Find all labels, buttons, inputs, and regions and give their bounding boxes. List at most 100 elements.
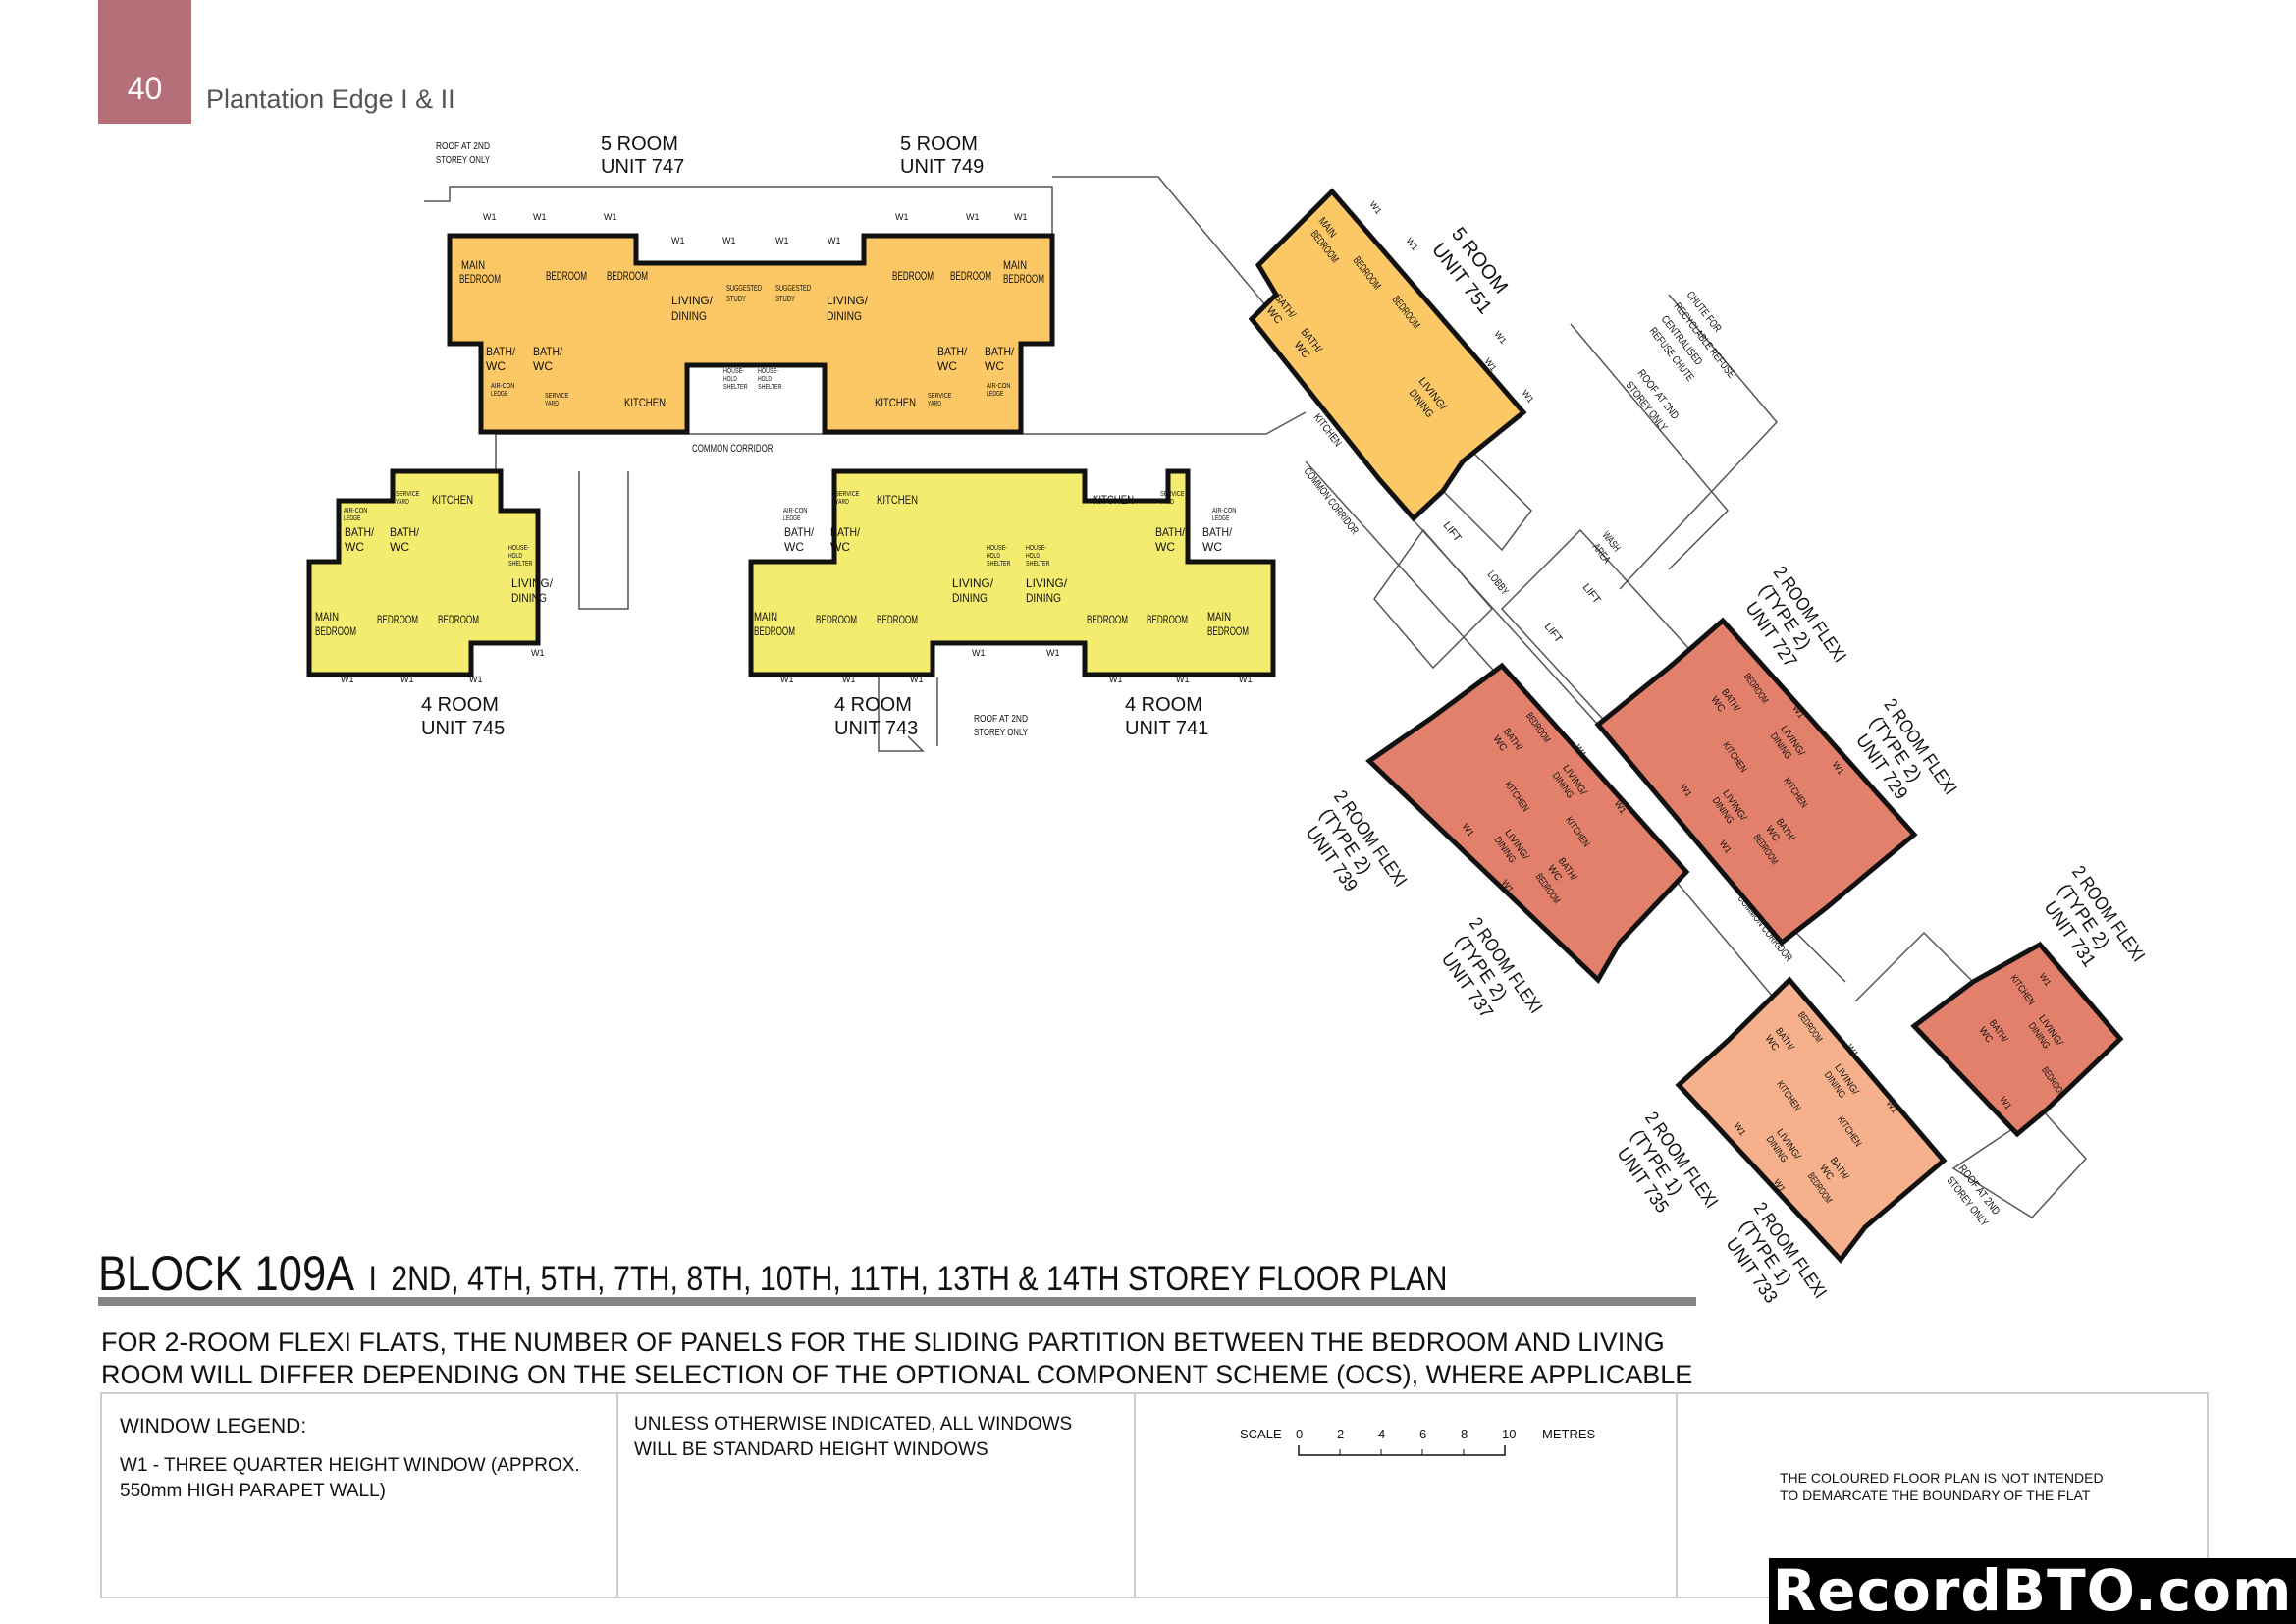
room-label-dining: DINING [952, 591, 988, 605]
refuse-outline [1570, 294, 1779, 590]
service-yard-label: YARD [1160, 499, 1174, 506]
room-label-suggested: SUGGESTED [726, 284, 762, 293]
unit-number: UNIT 747 [601, 156, 684, 178]
unit-747-749-shape [447, 233, 1055, 435]
room-label-living: LIVING/ [827, 294, 869, 307]
common-corridor-label: COMMON CORRIDOR [1302, 465, 1361, 536]
service-yard-label: SERVICE [545, 393, 569, 400]
unit-number: UNIT 743 [834, 718, 918, 739]
room-label-roof2: STOREY ONLY [974, 728, 1028, 738]
standard-window-cell: UNLESS OTHERWISE INDICATED, ALL WINDOWS … [618, 1394, 1136, 1597]
room-label-main: MAIN [1003, 258, 1027, 272]
standard-window-note-1: UNLESS OTHERWISE INDICATED, ALL WINDOWS [634, 1414, 1073, 1435]
service-yard-label: SERVICE [928, 393, 952, 400]
unit-735-733-shape [1675, 976, 1948, 1264]
room-label-roof1: ROOF AT 2ND [974, 714, 1028, 725]
watermark-logo: RecordBTO.com [1769, 1558, 2296, 1624]
room-label-bath: BATH/ [486, 345, 516, 358]
scale-tick: 10 [1502, 1427, 1516, 1441]
service-yard-label: SERVICE [396, 491, 420, 498]
room-label-bath: BATH/ [533, 345, 563, 358]
room-label-wc: WC [830, 540, 850, 554]
room-label-bedroom: BEDROOM [816, 613, 857, 626]
page-number-badge: 40 [98, 0, 191, 124]
scale-tick: 0 [1296, 1427, 1303, 1441]
window-w1: W1 [895, 212, 909, 222]
room-label-wc: WC [1202, 540, 1222, 554]
roof-outline-right [1052, 176, 1307, 354]
unit-739-737-shape [1365, 662, 1690, 985]
block-title: BLOCK 109A [98, 1246, 355, 1301]
window-w1: W1 [483, 212, 497, 222]
room-label-wc: WC [985, 359, 1004, 373]
room-label-dining: DINING [511, 591, 547, 605]
room-label-roof1: ROOF AT 2ND [436, 141, 490, 152]
household-shelter-label: HOUSE- [758, 368, 779, 375]
window-w1: W1 [1046, 648, 1060, 658]
note-line-1: FOR 2-ROOM FLEXI FLATS, THE NUMBER OF PA… [101, 1327, 1665, 1357]
unit-type: 5 ROOM [900, 134, 978, 155]
project-title: Plantation Edge I & II [206, 84, 455, 114]
household-shelter-label: HOLD [987, 553, 1000, 560]
page-number: 40 [127, 71, 163, 106]
household-shelter-label: HOUSE- [1026, 545, 1047, 552]
aircon-ledge-label: AIR-CON [344, 508, 368, 514]
window-w1: W1 [972, 648, 986, 658]
service-yard-label: SERVICE [1160, 491, 1185, 498]
unit-number: UNIT 741 [1125, 718, 1208, 739]
window-w1: W1 [1367, 199, 1383, 216]
room-label-bedroom: BEDROOM [877, 613, 918, 626]
aircon-ledge-label: AIR-CON [1212, 508, 1237, 514]
stair-745 [578, 471, 629, 610]
lift-outline-2 [1373, 528, 1494, 670]
unit-type: 4 ROOM [1125, 694, 1202, 716]
disclaimer-1: THE COLOURED FLOOR PLAN IS NOT INTENDED [1780, 1470, 2104, 1486]
unit-731-shape [1910, 941, 2124, 1138]
window-w1: W1 [780, 675, 794, 684]
scale-tick: 8 [1461, 1427, 1468, 1441]
window-w1: W1 [671, 236, 685, 245]
room-label-bedroom: BEDROOM [315, 624, 356, 638]
room-label-lift: LIFT [1542, 621, 1565, 645]
room-label-lobby: LOBBY [1485, 568, 1512, 597]
legend-table: WINDOW LEGEND: W1 - THREE QUARTER HEIGHT… [100, 1392, 2209, 1598]
household-shelter-label: HOUSE- [987, 545, 1008, 552]
unit-745-shape [306, 468, 541, 677]
room-label-kitchen: KITCHEN [877, 493, 918, 507]
note-line-2: ROOM WILL DIFFER DEPENDING ON THE SELECT… [101, 1360, 1693, 1389]
window-w1: W1 [1520, 388, 1535, 405]
service-yard-label: YARD [545, 401, 559, 407]
room-label-bedroom: BEDROOM [607, 269, 648, 283]
aircon-ledge-label: AIR-CON [491, 383, 515, 390]
room-label-lift: LIFT [1580, 581, 1603, 606]
window-w1: W1 [722, 236, 736, 245]
aircon-ledge-label: LEDGE [344, 515, 361, 522]
room-label-bath: BATH/ [937, 345, 968, 358]
room-label-bedroom: BEDROOM [1087, 613, 1128, 626]
room-label-living: LIVING/ [511, 576, 554, 590]
scale-line [1298, 1445, 1506, 1456]
window-w1: W1 [1176, 675, 1190, 684]
household-shelter-label: SHELTER [987, 561, 1011, 568]
room-label-kitchen: KITCHEN [875, 396, 916, 409]
common-corridor-label: COMMON CORRIDOR [692, 443, 774, 455]
room-label-wc: WC [390, 540, 409, 554]
window-w1: W1 [341, 675, 354, 684]
room-label-main: MAIN [754, 610, 777, 623]
room-label-study: STUDY [726, 295, 746, 303]
room-label-wc: WC [784, 540, 804, 554]
window-w1: W1 [842, 675, 856, 684]
unit-type: 5 ROOM [601, 134, 678, 155]
aircon-ledge-label: AIR-CON [987, 383, 1011, 390]
service-yard-label: SERVICE [835, 491, 860, 498]
window-w1: W1 [1492, 329, 1508, 346]
scale-tick: 2 [1337, 1427, 1344, 1441]
aircon-ledge-label: LEDGE [783, 515, 801, 522]
disclaimer-cell: THE COLOURED FLOOR PLAN IS NOT INTENDED … [1678, 1394, 2207, 1597]
roof-outline-743 [878, 677, 938, 752]
unit-727-729-shape [1594, 617, 1918, 947]
room-label-dining: DINING [1026, 591, 1061, 605]
